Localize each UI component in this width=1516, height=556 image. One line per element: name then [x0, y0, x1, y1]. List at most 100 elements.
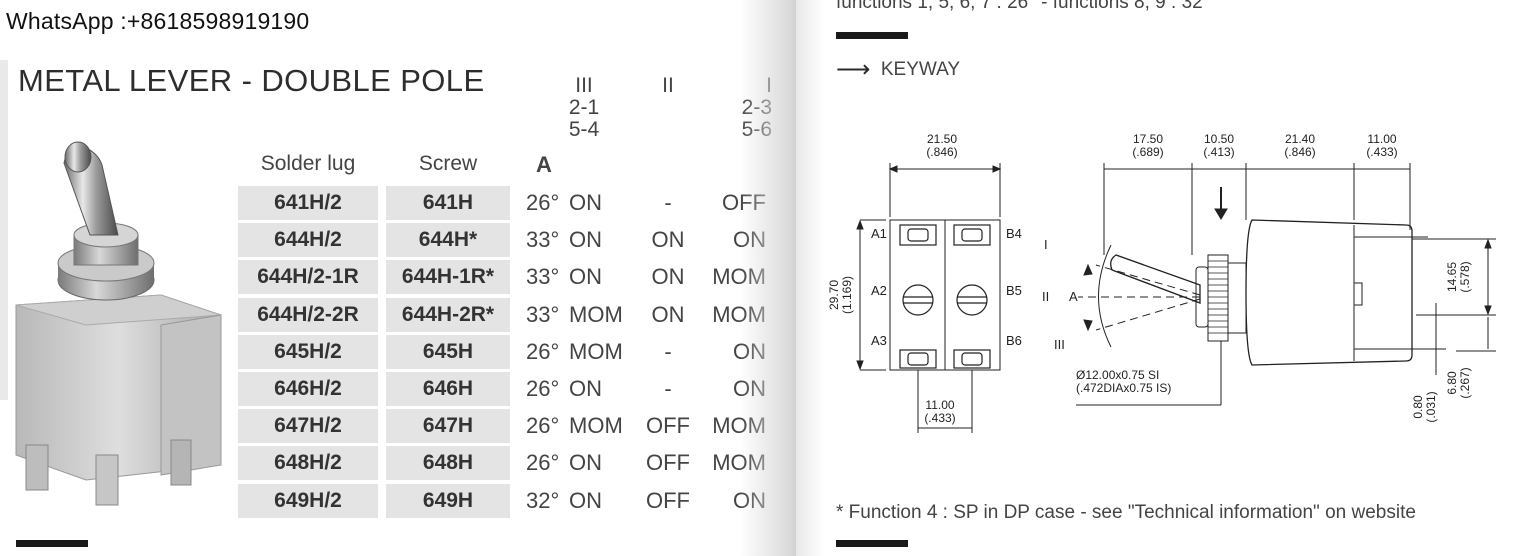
cell-position-iii: MOM: [569, 413, 623, 438]
position-contacts: 5-4: [568, 118, 600, 141]
dim-height: 29.70: [827, 280, 841, 310]
cell-solder-lug: 646H/2: [238, 372, 378, 406]
terminal-label: A2: [871, 283, 887, 298]
cell-position-ii: -: [664, 376, 672, 401]
dim-bushing: 10.50: [1204, 132, 1234, 146]
cell-position-ii: ON: [651, 227, 685, 252]
cell-screw: 641H: [386, 186, 510, 220]
cell-position-ii: ON: [651, 264, 685, 289]
terminal-label: A3: [871, 333, 887, 348]
cell-position-ii: OFF: [646, 413, 690, 438]
cell-position-iii: ON: [569, 450, 602, 475]
arrow-right-icon: ⟶: [836, 56, 871, 83]
cell-position-ii: -: [664, 339, 672, 364]
position-label: II: [1042, 289, 1049, 304]
keyway-label: KEYWAY: [880, 58, 961, 80]
function-angles-note: functions 1, 5, 6, 7 : 26° - functions 8…: [836, 0, 1211, 13]
cell-position-ii: -: [664, 190, 672, 215]
cell-angle: 33°: [526, 302, 560, 327]
cell-solder-lug: 644H/2-1R: [238, 260, 378, 294]
cell-position-iii: ON: [569, 227, 602, 252]
cell-position-iii: MOM: [569, 339, 623, 364]
front-view: 21.50 (.846) A1 A2 A3 B4 B5 B6 29.70 (1.…: [827, 132, 1022, 433]
cell-angle: 26°: [526, 450, 560, 475]
page-fold-shadow: [740, 0, 800, 556]
dim-center-inch: (.578): [1458, 261, 1472, 292]
cell-solder-lug: 644H/2: [238, 223, 378, 257]
cell-position-iii: ON: [569, 376, 602, 401]
position-label: I: [1044, 237, 1048, 252]
cell-screw: 645H: [386, 335, 510, 369]
cell-angle: 26°: [526, 376, 560, 401]
header-angle: A: [536, 152, 552, 177]
keyway-legend: ⟶ KEYWAY: [836, 55, 961, 83]
dim-bushing-inch: (.413): [1203, 145, 1234, 159]
cell-solder-lug: 644H/2-2R: [238, 298, 378, 332]
cell-angle: 26°: [526, 413, 560, 438]
header-screw: Screw: [418, 152, 478, 175]
page-gutter: [796, 0, 824, 556]
position-header-iii: III 2-1 5-4: [562, 75, 606, 141]
header-solder-lug: Solder lug: [260, 152, 356, 175]
cell-position-ii: ON: [651, 302, 685, 327]
toggle-switch-image: [15, 141, 222, 506]
angle-label: A: [1069, 289, 1078, 304]
position-label: III: [1054, 337, 1065, 352]
page-edge: [0, 60, 8, 400]
cell-solder-lug: 649H/2: [238, 484, 378, 518]
thread-spec-inch: (.472DIAx0.75 IS): [1076, 381, 1171, 395]
dim-lever-inch: (.689): [1132, 145, 1163, 159]
dim-terminal-height-inch: (.267): [1458, 367, 1472, 398]
cell-screw: 646H: [386, 372, 510, 406]
terminal-label: B4: [1006, 226, 1022, 241]
dim-thickness: 0.80: [1411, 395, 1425, 419]
cell-position-ii: OFF: [646, 488, 690, 513]
cell-solder-lug: 641H/2: [238, 186, 378, 220]
cell-position-ii: OFF: [646, 450, 690, 475]
position-contacts: 2-1: [568, 96, 600, 119]
dim-pitch-inch: (.433): [924, 411, 955, 425]
position-header-ii: II: [648, 75, 688, 97]
cell-screw: 644H*: [386, 223, 510, 257]
cell-screw: 647H: [386, 409, 510, 443]
cell-angle: 33°: [526, 264, 560, 289]
cell-angle: 26°: [526, 339, 560, 364]
dim-terminal-height: 6.80: [1445, 371, 1459, 395]
dimension-drawing: 21.50 (.846) A1 A2 A3 B4 B5 B6 29.70 (1.…: [827, 132, 1496, 433]
dim-case-inch: (.846): [1284, 145, 1315, 159]
side-view: 17.50 (.689) 10.50 (.413) 21.40 (.846) 1…: [1042, 132, 1496, 423]
whatsapp-contact: WhatsApp :+8618598919190: [6, 8, 310, 34]
dim-height-inch: (1.169): [840, 276, 854, 314]
cell-screw: 644H-2R*: [386, 298, 510, 332]
thread-spec: Ø12.00x0.75 SI: [1076, 368, 1159, 382]
dim-center: 14.65: [1445, 262, 1459, 292]
cell-solder-lug: 648H/2: [238, 446, 378, 480]
cell-position-iii: ON: [569, 190, 602, 215]
cell-angle: 33°: [526, 227, 560, 252]
cell-solder-lug: 645H/2: [238, 335, 378, 369]
cell-angle: 32°: [526, 488, 560, 513]
cell-screw: 644H-1R*: [386, 260, 510, 294]
dim-terminal: 11.00: [1367, 132, 1396, 146]
section-bar: [16, 540, 88, 547]
dim-pitch: 11.00: [925, 398, 954, 412]
cell-screw: 648H: [386, 446, 510, 480]
dim-case: 21.40: [1285, 132, 1315, 146]
section-bar: [836, 32, 908, 39]
cell-position-iii: ON: [569, 488, 602, 513]
position-roman: III: [575, 74, 593, 97]
dim-thickness-inch: (.031): [1424, 391, 1438, 422]
terminal-label: B5: [1006, 283, 1022, 298]
page-title: METAL LEVER - DOUBLE POLE: [18, 63, 485, 98]
dim-lever: 17.50: [1133, 132, 1163, 146]
section-bar: [836, 540, 908, 547]
dim-width-inch: (.846): [926, 145, 957, 159]
left-page: WhatsApp :+8618598919190 METAL LEVER - D…: [0, 8, 772, 547]
cell-angle: 26°: [526, 190, 560, 215]
cell-position-iii: ON: [569, 264, 602, 289]
footnote: * Function 4 : SP in DP case - see "Tech…: [836, 502, 1416, 523]
dim-terminal-inch: (.433): [1366, 145, 1397, 159]
cell-position-iii: MOM: [569, 302, 623, 327]
terminal-label: A1: [871, 226, 887, 241]
position-roman: II: [662, 74, 674, 97]
